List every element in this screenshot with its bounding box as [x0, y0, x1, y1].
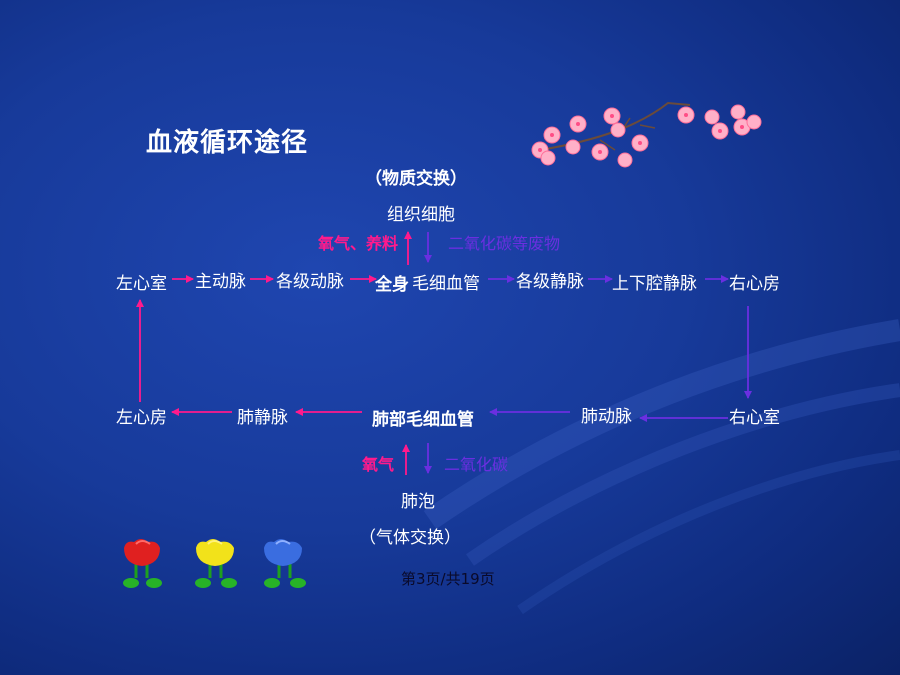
- node-body-capillary: 毛细血管: [412, 274, 480, 294]
- yellow-tulip-icon: [195, 539, 237, 588]
- node-aorta: 主动脉: [195, 272, 246, 292]
- node-alveoli: 肺泡: [401, 492, 435, 512]
- label-oxygen: 氧气: [362, 455, 395, 474]
- node-lung-capillary: 肺部毛细血管: [372, 410, 474, 430]
- node-tissue-cells: 组织细胞: [387, 205, 455, 225]
- node-body-capillary-prefix: 全身: [375, 275, 409, 295]
- subtitle-gas-exchange: （气体交换）: [359, 528, 461, 548]
- label-oxygen-nutrients: 氧气、养料: [318, 234, 399, 253]
- page-number: 第3页/共19页: [401, 570, 495, 588]
- node-veins: 各级静脉: [516, 272, 584, 292]
- node-right-atrium: 右心房: [729, 274, 780, 294]
- page-title: 血液循环途径: [146, 128, 309, 158]
- node-left-ventricle: 左心室: [116, 274, 167, 294]
- node-pulmonary-artery: 肺动脉: [581, 407, 632, 427]
- red-tulip-icon: [123, 539, 162, 588]
- node-arteries: 各级动脉: [276, 272, 344, 292]
- blue-tulip-icon: [264, 539, 306, 588]
- subtitle-material-exchange: （物质交换）: [365, 169, 467, 189]
- node-vena-cava: 上下腔静脉: [612, 274, 697, 294]
- node-right-ventricle: 右心室: [729, 408, 780, 428]
- node-pulmonary-vein: 肺静脉: [237, 408, 288, 428]
- label-co2: 二氧化碳: [444, 455, 509, 474]
- node-left-atrium: 左心房: [116, 408, 167, 428]
- label-co2-waste: 二氧化碳等废物: [448, 234, 561, 253]
